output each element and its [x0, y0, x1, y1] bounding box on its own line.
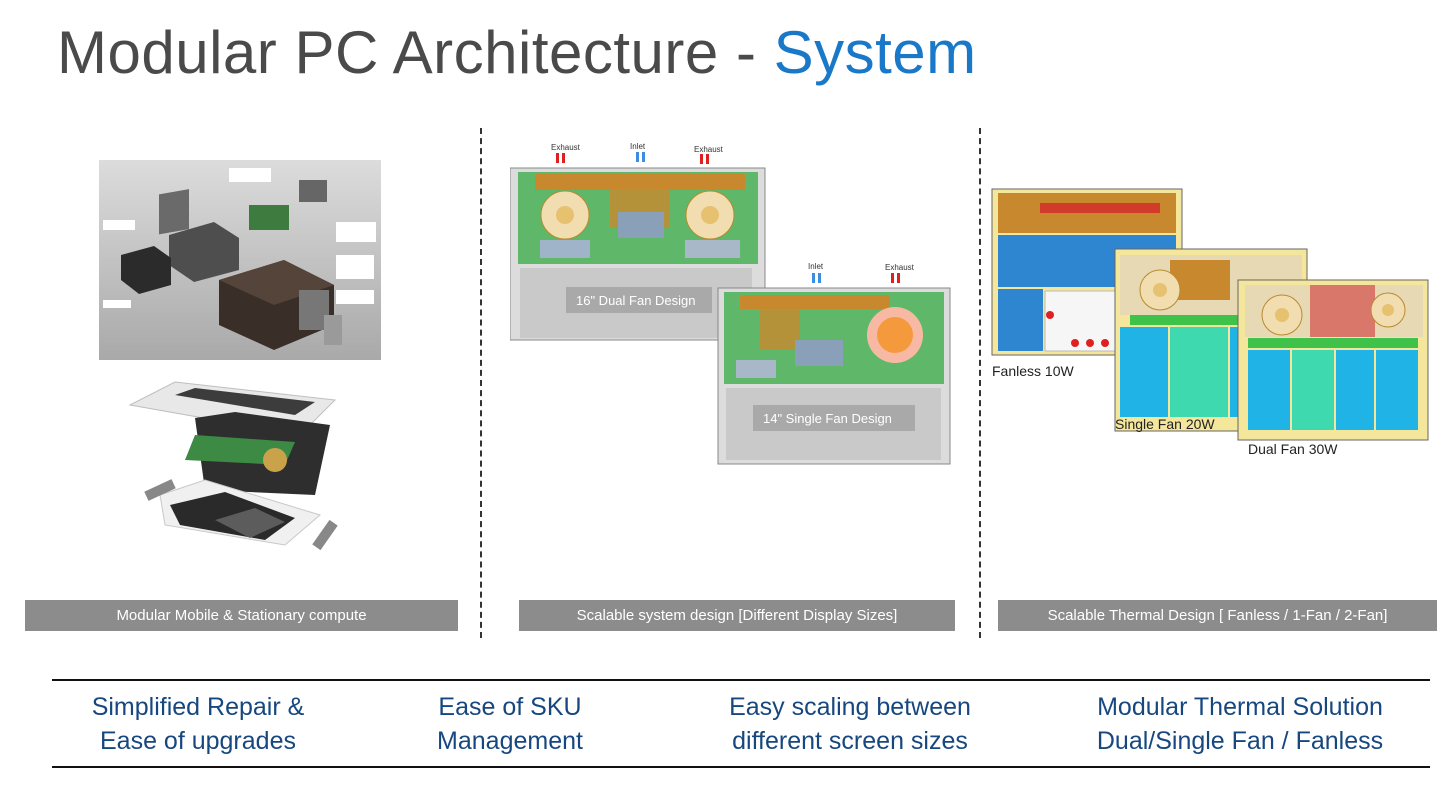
scalable-display-diagram: Exhaust Inlet Exhaust 16" Dual Fan Desig…	[509, 140, 955, 470]
airflow-label-inlet-2: Inlet	[808, 262, 824, 271]
slide-title: Modular PC Architecture - System	[57, 18, 977, 87]
benefit-repair: Simplified Repair & Ease of upgrades	[91, 693, 305, 755]
variant-label-single-fan: Single Fan 20W	[1115, 416, 1215, 432]
board-14-label-bg	[753, 405, 915, 431]
board-16-label-bg	[566, 287, 712, 313]
exploded-laptop-render	[125, 380, 345, 580]
board-dual-fan	[1237, 279, 1429, 441]
benefit-sku: Ease of SKU Management	[437, 693, 583, 755]
benefit-scaling: Easy scaling between different screen si…	[729, 693, 971, 755]
benefits-bottom-rule	[52, 766, 1430, 768]
board-16-dual-fan: 16" Dual Fan Design	[509, 167, 766, 341]
thermal-variants-diagram	[990, 185, 1440, 465]
variant-label-fanless: Fanless 10W	[992, 363, 1074, 379]
column-divider-1	[480, 128, 482, 638]
airflow-label-exhaust-3: Exhaust	[885, 263, 915, 272]
modular-compute-render	[99, 160, 381, 360]
airflow-label-exhaust-2: Exhaust	[694, 145, 724, 154]
board-16-label: 16" Dual Fan Design	[576, 293, 696, 308]
title-main: Modular PC Architecture -	[57, 19, 774, 86]
caption-modular-compute: Modular Mobile & Stationary compute	[25, 600, 458, 631]
variant-label-dual-fan: Dual Fan 30W	[1248, 441, 1338, 457]
caption-scalable-system: Scalable system design [Different Displa…	[519, 600, 955, 631]
benefits-top-rule	[52, 679, 1430, 681]
title-accent: System	[773, 19, 977, 86]
board-14-single-fan: 14" Single Fan Design	[717, 287, 951, 465]
board-14-label: 14" Single Fan Design	[763, 411, 892, 426]
column-divider-2	[979, 128, 981, 638]
airflow-label-exhaust-1: Exhaust	[551, 143, 581, 152]
airflow-label-inlet-1: Inlet	[630, 142, 646, 151]
benefit-thermal: Modular Thermal Solution Dual/Single Fan…	[1096, 693, 1384, 755]
caption-thermal-design: Scalable Thermal Design [ Fanless / 1-Fa…	[998, 600, 1437, 631]
